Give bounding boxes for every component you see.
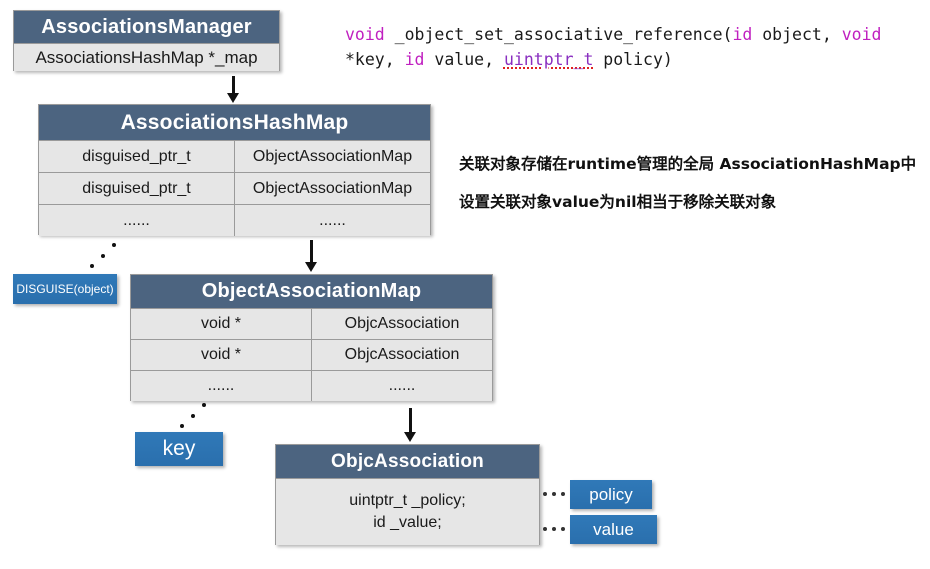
hashmap-key-cell: disguised_ptr_t	[82, 147, 191, 165]
objc-association-field-policy: uintptr_t _policy;	[349, 492, 466, 509]
arrow-down-icon-hashmap-to-objectmap	[303, 240, 319, 272]
objectmap-value-cell: ObjcAssociation	[311, 340, 492, 370]
dot	[552, 492, 556, 496]
dot	[543, 492, 547, 496]
dot	[90, 264, 94, 268]
arrow-down-icon-manager-to-hashmap	[225, 76, 241, 103]
dot	[543, 527, 547, 531]
hashmap-key-cell: disguised_ptr_t	[82, 179, 191, 197]
annotation-note-1: 关联对象存储在runtime管理的全局 AssociationHashMap中	[459, 155, 917, 173]
arrow-head	[404, 432, 416, 442]
dot	[191, 414, 195, 418]
dot	[112, 243, 116, 247]
dotted-connector-key	[178, 400, 218, 432]
dot	[180, 424, 184, 428]
dot	[552, 527, 556, 531]
table-row: void * ObjcAssociation	[131, 308, 492, 339]
badge-value: value	[570, 515, 657, 544]
badge-key: key	[135, 432, 223, 466]
code-keyword-id-1: id	[732, 25, 753, 44]
code-text-1: _object_set_associative_reference(	[384, 25, 733, 44]
code-text-5: policy)	[593, 50, 673, 69]
object-association-map-box: ObjectAssociationMap void * ObjcAssociat…	[130, 274, 493, 401]
arrow-shaft	[309, 240, 313, 263]
code-keyword-void-2: void	[841, 25, 882, 44]
objectmap-key-cell: void *	[200, 346, 242, 363]
table-row: disguised_ptr_t ObjectAssociationMap	[39, 140, 430, 172]
table-row: void * ObjcAssociation	[131, 339, 492, 370]
associations-hashmap-box: AssociationsHashMap disguised_ptr_t Obje…	[38, 104, 431, 236]
arrow-shaft	[231, 76, 235, 94]
code-snippet: void _object_set_associative_reference(i…	[345, 22, 915, 72]
dotted-connector-value	[543, 527, 569, 533]
hashmap-value-cell: ObjectAssociationMap	[234, 141, 430, 172]
arrow-shaft	[408, 408, 412, 433]
objectmap-value-ellipsis: ......	[311, 371, 492, 401]
objc-association-field-value: id _value;	[373, 514, 442, 531]
dot	[202, 403, 206, 407]
dotted-connector-disguise	[88, 240, 128, 272]
hashmap-key-ellipsis: ......	[123, 211, 150, 229]
annotation-note-2: 设置关联对象value为nil相当于移除关联对象	[459, 193, 777, 211]
associations-manager-field-map: AssociationsHashMap *_map	[35, 47, 258, 67]
dot	[101, 254, 105, 258]
hashmap-value-cell: ObjectAssociationMap	[234, 173, 430, 204]
objectmap-key-cell: void *	[200, 315, 242, 332]
code-keyword-void-1: void	[345, 25, 385, 44]
dot	[561, 492, 565, 496]
objc-association-box: ObjcAssociation uintptr_t _policy; id _v…	[275, 444, 540, 545]
hashmap-value-ellipsis: ......	[234, 205, 430, 236]
objc-association-fields: uintptr_t _policy; id _value;	[276, 478, 539, 545]
arrow-head	[227, 93, 239, 103]
objectmap-key-ellipsis: ......	[207, 377, 235, 394]
object-association-map-title: ObjectAssociationMap	[131, 275, 492, 308]
arrow-head	[305, 262, 317, 272]
table-row: disguised_ptr_t ObjectAssociationMap	[39, 172, 430, 204]
code-keyword-uintptr-t: uintptr_t	[503, 50, 594, 69]
badge-disguise-object: DISGUISE(object)	[13, 274, 117, 304]
code-text-4: value,	[424, 50, 504, 69]
code-text-2: object,	[752, 25, 842, 44]
dot	[561, 527, 565, 531]
associations-manager-box: AssociationsManager AssociationsHashMap …	[13, 10, 280, 71]
objc-association-title: ObjcAssociation	[276, 445, 539, 478]
arrow-down-icon-objectmap-to-objcassociation	[402, 408, 418, 442]
objectmap-value-cell: ObjcAssociation	[311, 309, 492, 339]
table-row: ...... ......	[39, 204, 430, 236]
code-keyword-id-2: id	[404, 50, 425, 69]
table-row: AssociationsHashMap *_map	[14, 43, 279, 71]
associations-hashmap-title: AssociationsHashMap	[39, 105, 430, 140]
table-row: ...... ......	[131, 370, 492, 401]
dotted-connector-policy	[543, 492, 569, 498]
badge-policy: policy	[570, 480, 652, 509]
code-text-3: *key,	[345, 50, 395, 69]
associations-manager-title: AssociationsManager	[14, 11, 279, 43]
